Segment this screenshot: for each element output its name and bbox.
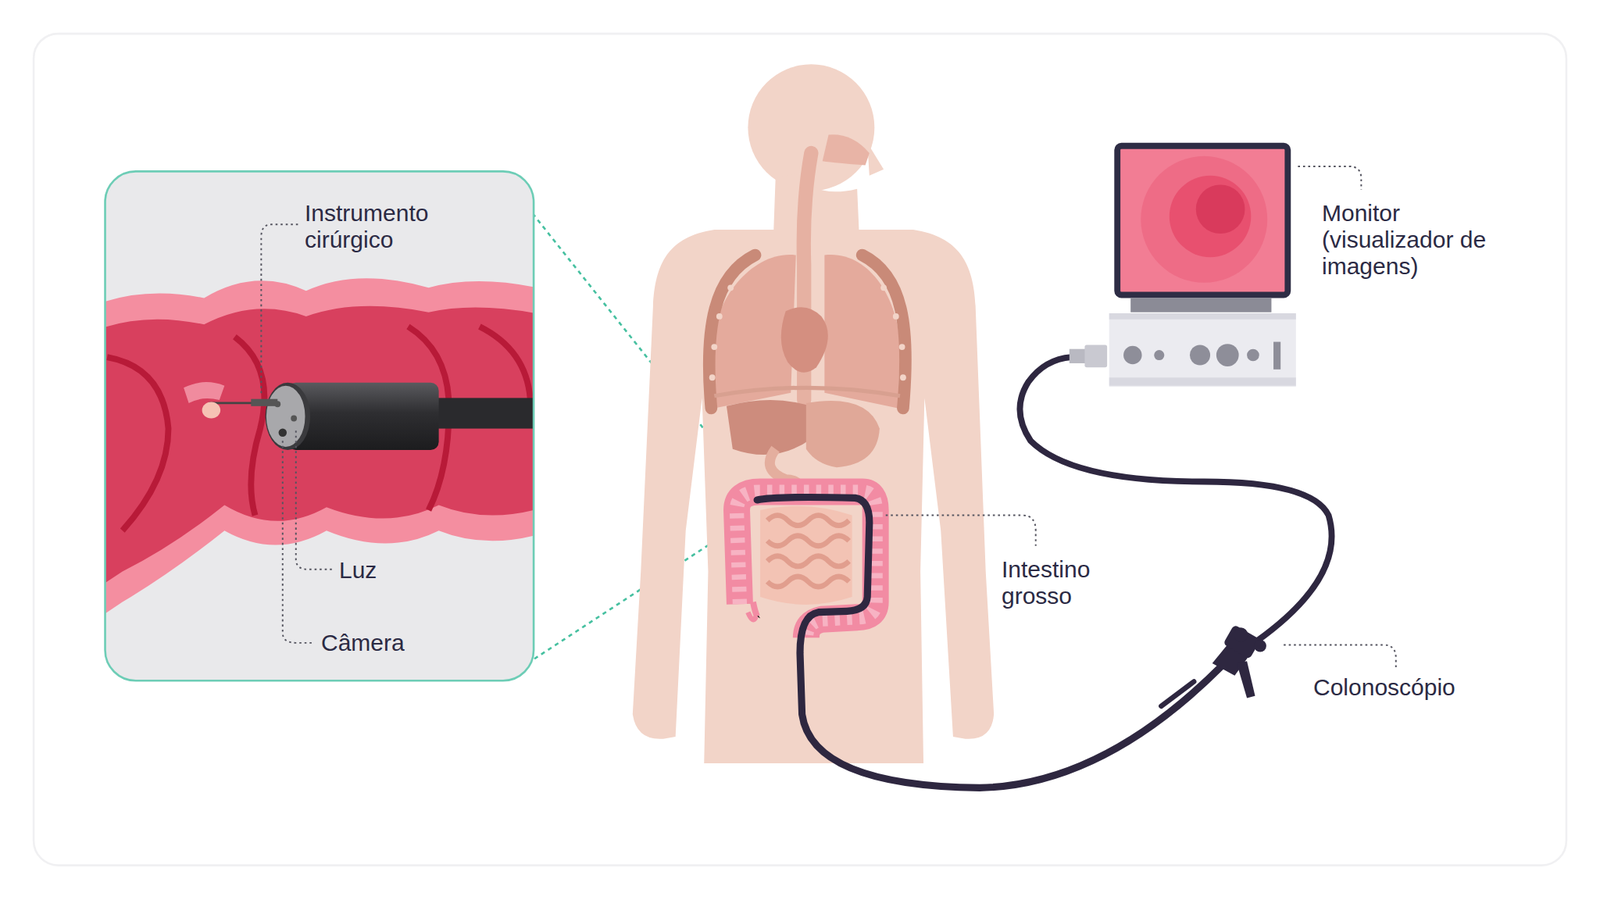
monitor — [1109, 146, 1297, 387]
inset-border — [105, 171, 535, 681]
part-label: Colonoscópio — [1313, 674, 1501, 701]
leader-lines — [260, 166, 1396, 668]
control-handle — [1212, 624, 1267, 698]
human-body — [632, 64, 994, 764]
plug — [1069, 344, 1108, 368]
part-label: Intestino grosso — [1001, 556, 1135, 610]
colon-closeup — [105, 278, 535, 623]
part-label: Luz — [339, 557, 433, 584]
page-frame — [33, 33, 1567, 865]
part-label: Câmera — [321, 629, 462, 657]
colonoscope — [757, 357, 1332, 788]
part-label: Instrumento cirúrgico — [304, 200, 469, 254]
part-label: Monitor (visualizador de imagens) — [1321, 200, 1498, 280]
